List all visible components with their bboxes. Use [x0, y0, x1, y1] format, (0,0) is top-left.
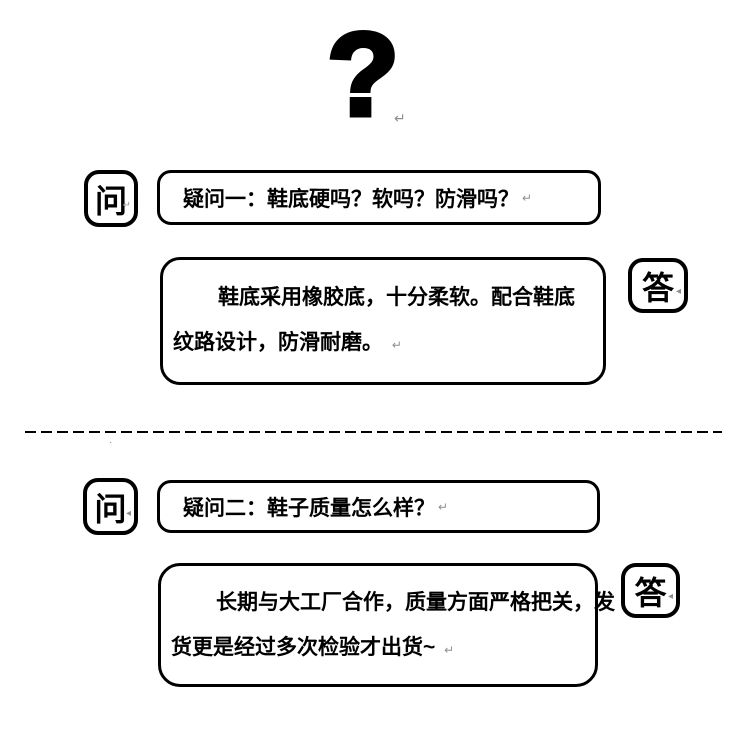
answer-badge-label: 答 [634, 574, 667, 611]
question-bubble-1: 疑问一：鞋底硬吗？软吗？防滑吗？ ↵ [157, 170, 601, 225]
paragraph-mark: ↵ [444, 643, 455, 657]
big-question-mark: ? [324, 9, 401, 141]
answer-badge-2: 答 ◂ [621, 563, 680, 618]
paragraph-mark: ↵ [122, 200, 131, 211]
answer-badge-label: 答 [641, 269, 674, 306]
paragraph-mark: ↵ [394, 110, 406, 126]
dashed-divider-line [25, 431, 722, 433]
answer-text-line: 鞋底采用橡胶底，十分柔软。配合鞋底 [218, 286, 575, 309]
answer-text-line: 货更是经过多次检验才出货~ ↵ [171, 625, 581, 673]
triangle-mark: ◂ [675, 286, 681, 297]
answer-badge-1: 答 ◂ [628, 258, 688, 313]
triangle-mark: ◂ [125, 508, 131, 519]
question-text: 疑问二：鞋子质量怎么样？ [183, 496, 435, 520]
answer-text: 货更是经过多次检验才出货~ [171, 636, 436, 659]
stray-dot-mark: · [109, 437, 113, 448]
question-badge-label: 问 [94, 490, 127, 527]
answer-text-line: 长期与大工厂合作，质量方面严格把关，发 [216, 591, 615, 614]
answer-text: 纹路设计，防滑耐磨。 [173, 331, 383, 354]
question-text: 疑问一：鞋底硬吗？软吗？防滑吗？ [183, 187, 519, 211]
question-bubble-2: 疑问二：鞋子质量怎么样？ ↵ [157, 480, 600, 533]
paragraph-mark: ↵ [391, 338, 402, 352]
paragraph-mark: ↵ [522, 190, 533, 205]
paragraph-mark: ↵ [438, 499, 449, 514]
question-badge-label: 问 [94, 182, 127, 219]
question-badge-1: 问 ↵ [84, 170, 138, 227]
answer-text-line: 纹路设计，防滑耐磨。 ↵ [173, 320, 589, 368]
answer-bubble-2: 长期与大工厂合作，质量方面严格把关，发 货更是经过多次检验才出货~ ↵ [158, 563, 615, 687]
triangle-mark: ◂ [667, 591, 673, 602]
answer-bubble-1: 鞋底采用橡胶底，十分柔软。配合鞋底 纹路设计，防滑耐磨。 ↵ [160, 257, 606, 385]
question-badge-2: 问 ◂ [83, 478, 138, 535]
